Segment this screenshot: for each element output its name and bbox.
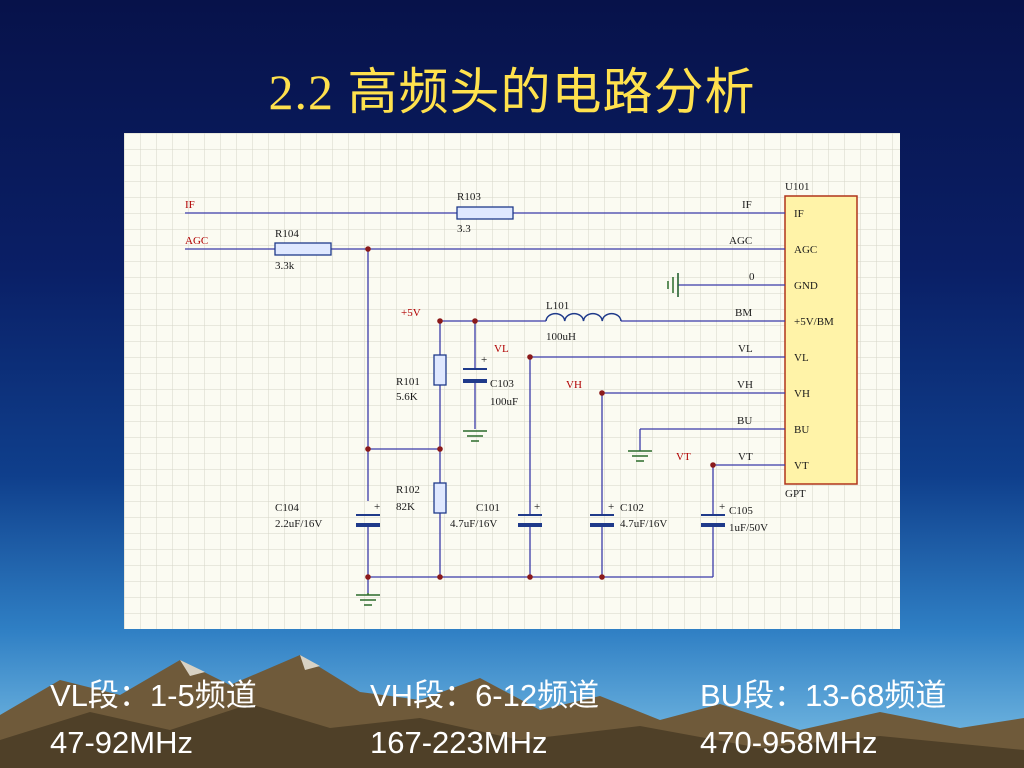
wire-label-if: IF (742, 199, 752, 211)
svg-text:+: + (374, 501, 380, 513)
svg-text:100uH: 100uH (546, 331, 576, 343)
chip-pin-bu: BU (794, 424, 809, 436)
wire-label-vl: VL (738, 343, 753, 355)
svg-text:4.7uF/16V: 4.7uF/16V (450, 518, 497, 530)
net-label-vt: VT (676, 451, 691, 463)
chip-pin-vh: VH (794, 388, 810, 400)
capacitor-c105: + C105 1uF/50V (701, 501, 768, 534)
chip-pin-vt: VT (794, 460, 809, 472)
circuit-schematic: U101 GPT IF AGC GND +5V/BM VL VH BU VT (124, 133, 900, 629)
capacitor-c101: + C101 4.7uF/16V (450, 501, 542, 530)
svg-text:R103: R103 (457, 191, 481, 203)
wire-network (185, 212, 785, 593)
wire-label-bu: BU (737, 415, 752, 427)
capacitor-c102: + C102 4.7uF/16V (590, 501, 667, 530)
svg-text:100uF: 100uF (490, 396, 518, 408)
svg-text:L101: L101 (546, 300, 569, 312)
wire-label-vt: VT (738, 451, 753, 463)
band-bu-name: BU段：13-68频道 (700, 678, 947, 713)
inductor-l101: L101 100uH (545, 300, 622, 343)
junction-dots (365, 246, 716, 580)
svg-text:+: + (608, 501, 614, 513)
ground-symbols (356, 273, 679, 606)
band-vl-freq: 47-92MHz (50, 725, 193, 760)
chip-ref: U101 (785, 181, 809, 193)
band-vh-freq: 167-223MHz (370, 725, 548, 760)
svg-text:+: + (481, 354, 487, 366)
svg-text:2.2uF/16V: 2.2uF/16V (275, 518, 322, 530)
net-label-vh: VH (566, 379, 582, 391)
mountain-backdrop (0, 655, 1024, 768)
svg-text:+: + (534, 501, 540, 513)
wire-label-bm: BM (735, 307, 752, 319)
svg-text:C104: C104 (275, 502, 299, 514)
resistor-r104: R104 3.3k (274, 228, 332, 272)
band-vl-name: VL段：1-5频道 (50, 678, 257, 713)
chip-pin-gnd: GND (794, 280, 818, 292)
svg-text:C101: C101 (476, 502, 500, 514)
svg-text:R104: R104 (275, 228, 299, 240)
svg-text:82K: 82K (396, 501, 415, 513)
band-bu-freq: 470-958MHz (700, 725, 878, 760)
net-label-if: IF (185, 199, 195, 211)
wire-labels: IF AGC 0 BM VL VH BU VT (729, 199, 755, 463)
net-label-agc: AGC (185, 235, 208, 247)
svg-text:+: + (719, 501, 725, 513)
svg-text:C103: C103 (490, 378, 514, 390)
wire-label-agc: AGC (729, 235, 752, 247)
svg-text:R102: R102 (396, 484, 420, 496)
svg-text:1uF/50V: 1uF/50V (729, 522, 768, 534)
chip-pin-agc: AGC (794, 244, 817, 256)
svg-text:5.6K: 5.6K (396, 391, 418, 403)
capacitor-c103: + C103 100uF (463, 354, 518, 408)
chip-part: GPT (785, 488, 806, 500)
svg-text:4.7uF/16V: 4.7uF/16V (620, 518, 667, 530)
resistor-r103: R103 3.3 (456, 191, 514, 235)
wire-label-gnd: 0 (749, 271, 755, 283)
svg-text:3.3k: 3.3k (275, 260, 295, 272)
svg-text:C105: C105 (729, 505, 753, 517)
svg-text:C102: C102 (620, 502, 644, 514)
capacitor-c104: + C104 2.2uF/16V (275, 501, 380, 530)
wire-label-vh: VH (737, 379, 753, 391)
chip-pin-vl: VL (794, 352, 809, 364)
chip-u101: U101 GPT IF AGC GND +5V/BM VL VH BU VT (784, 181, 858, 500)
chip-pin-if: IF (794, 208, 804, 220)
chip-body (784, 195, 858, 485)
slide-title: 2.2 高频头的电路分析 (268, 64, 756, 120)
band-vh-name: VH段：6-12频道 (370, 678, 600, 713)
svg-text:R101: R101 (396, 376, 420, 388)
resistor-r102: R102 82K (396, 482, 447, 514)
net-label-vl: VL (494, 343, 509, 355)
svg-text:3.3: 3.3 (457, 223, 471, 235)
resistor-r101: R101 5.6K (396, 354, 447, 403)
net-label-5v: +5V (401, 307, 421, 319)
chip-pin-5v-bm: +5V/BM (794, 316, 834, 328)
